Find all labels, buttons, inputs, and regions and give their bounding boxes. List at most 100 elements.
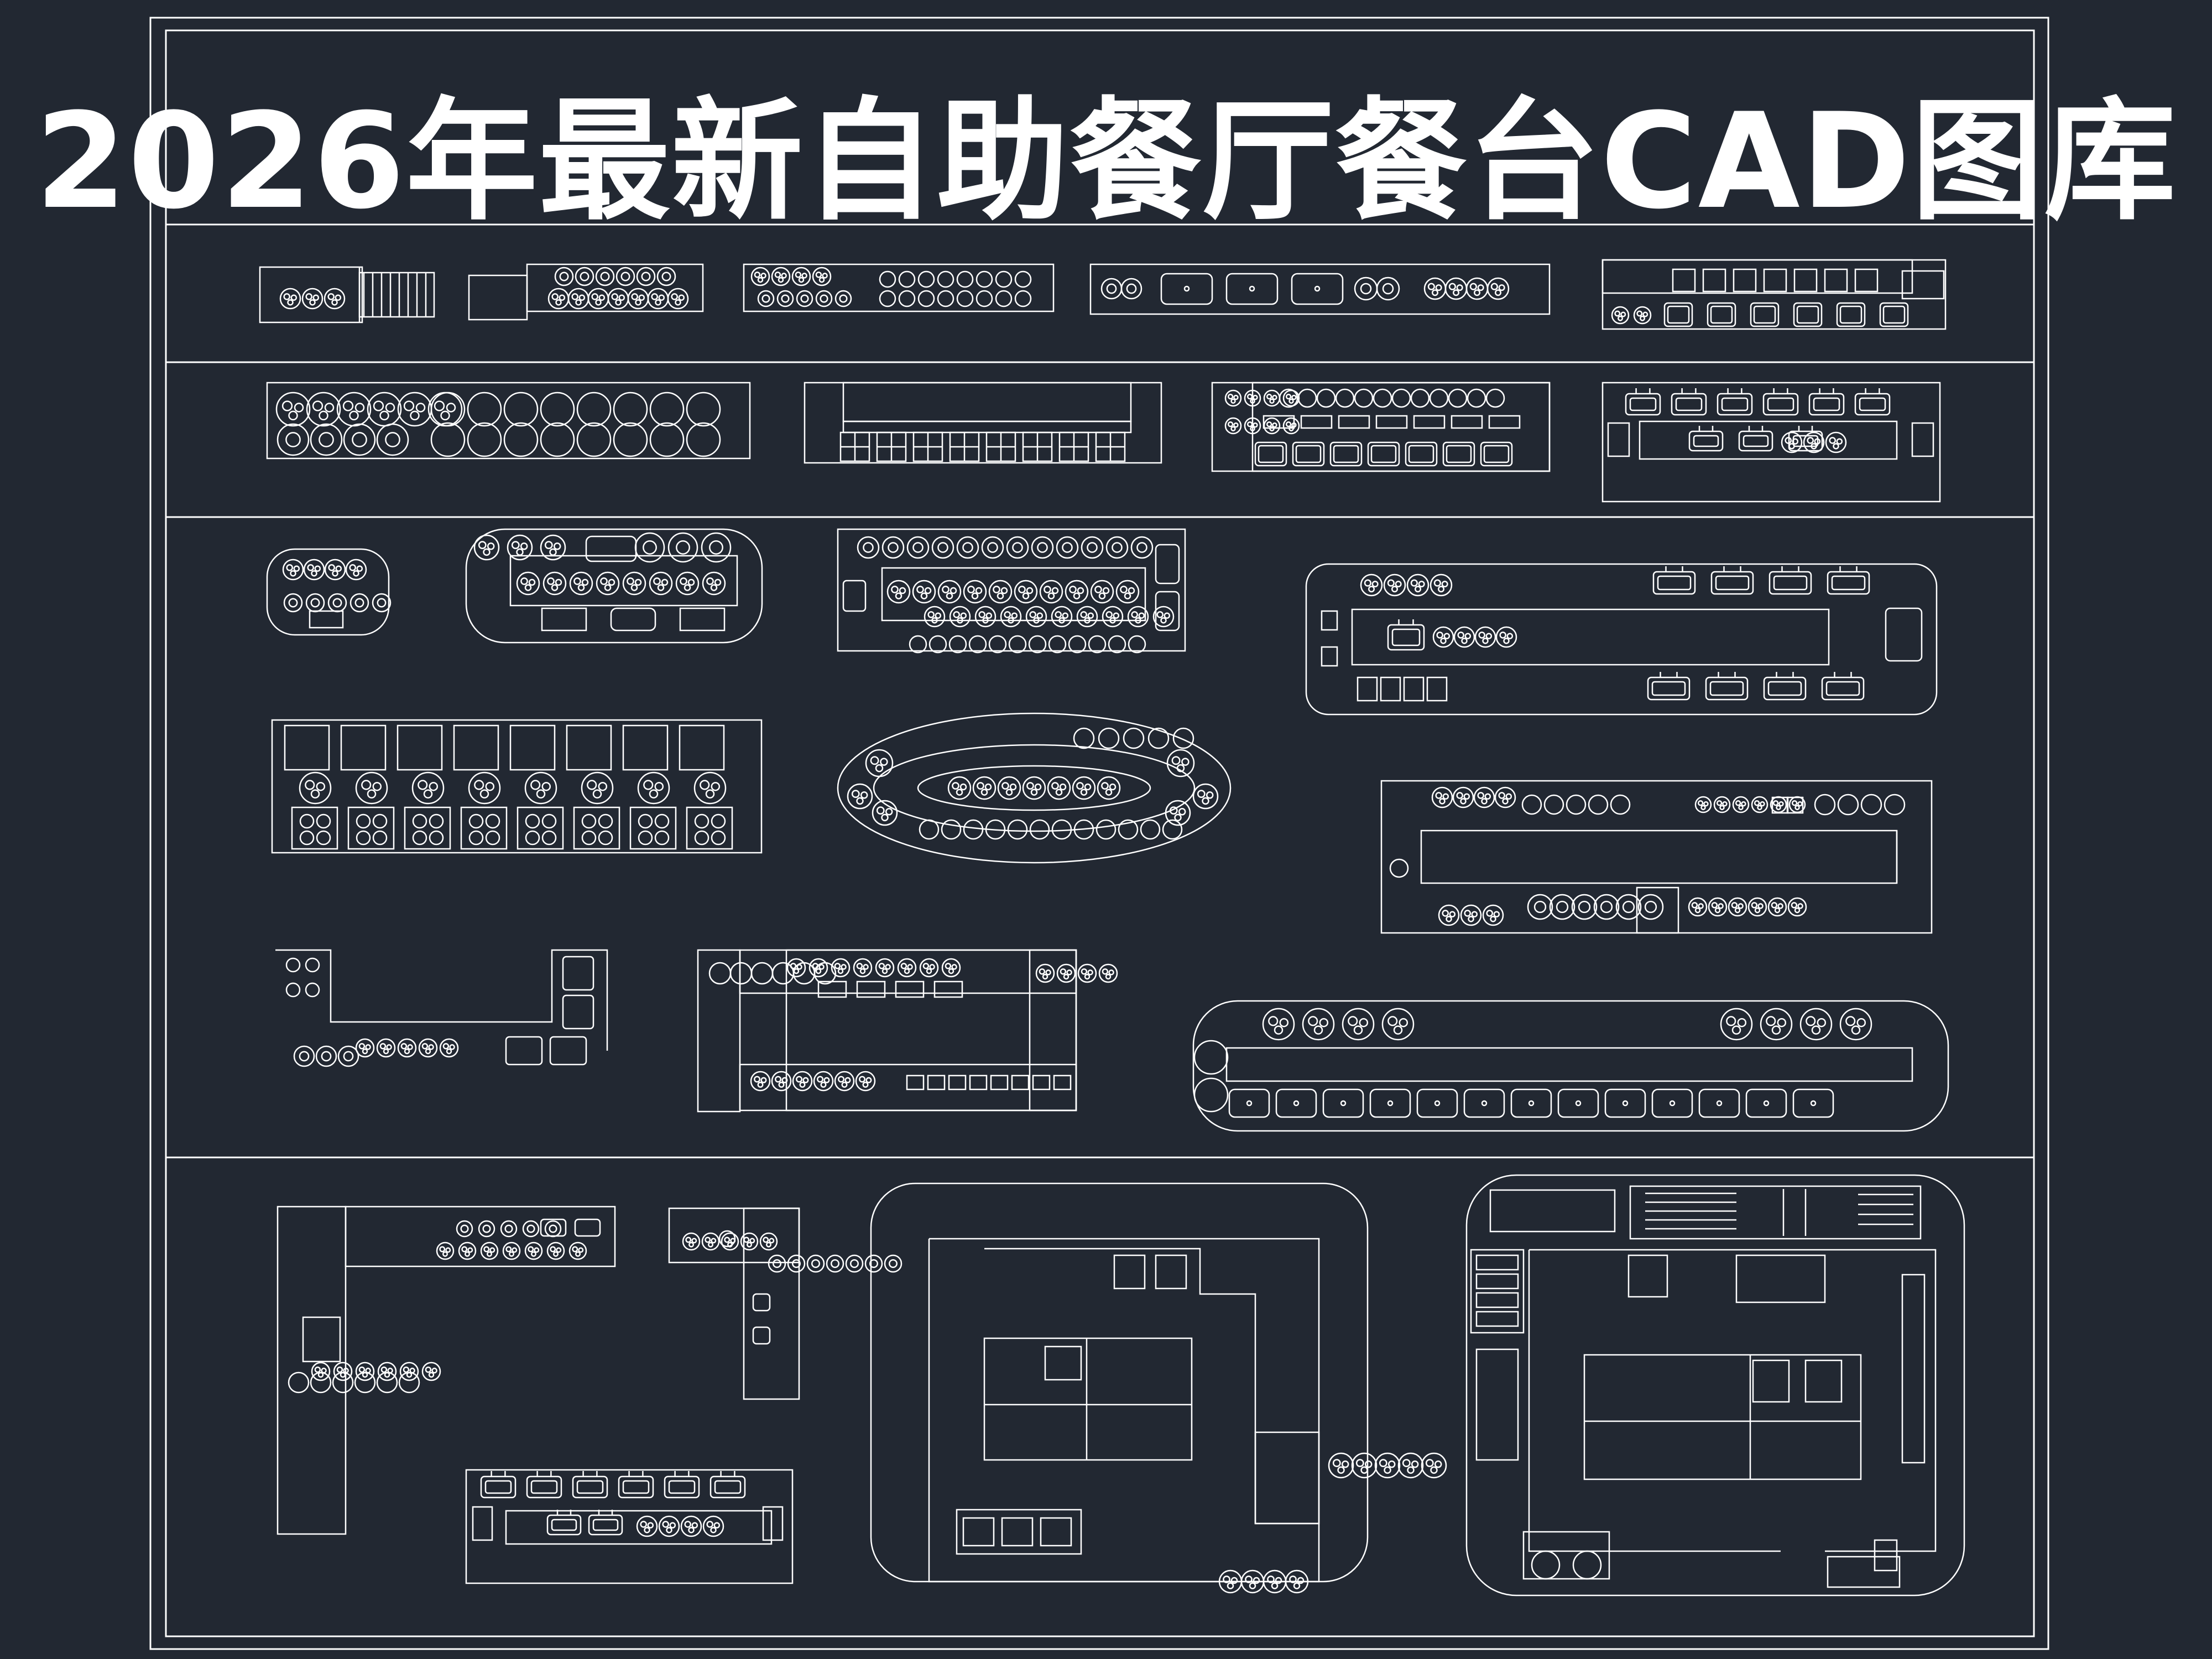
food-pan-icon [1409, 446, 1433, 462]
chafing-dish-icon [1648, 677, 1689, 700]
counter-outline [1558, 1089, 1598, 1117]
food-dish-icon [1110, 784, 1115, 790]
food-dish-icon [1207, 792, 1213, 798]
counter-outline [510, 726, 555, 770]
food-pan-icon [1884, 306, 1905, 323]
food-dish-icon [1234, 395, 1238, 399]
food-dish-icon [1361, 575, 1382, 596]
plate-circle [1074, 728, 1094, 748]
food-dish-icon [465, 1252, 469, 1256]
counter-outline [303, 1317, 340, 1361]
food-dish-icon [952, 782, 958, 789]
food-dish-icon [1088, 613, 1093, 618]
plate-circle [1030, 820, 1049, 839]
food-dish-icon [337, 1367, 342, 1372]
food-dish-icon [1314, 1026, 1322, 1034]
food-dish-icon [1286, 394, 1291, 399]
plate-icon [328, 594, 346, 612]
plate-circle [986, 820, 1005, 839]
food-dish-icon [521, 543, 527, 549]
food-dish-icon [336, 295, 341, 300]
plate-icon [1032, 537, 1053, 558]
plate-circle [1317, 389, 1335, 407]
food-dish-icon [1223, 1576, 1229, 1582]
food-dish-icon [1373, 581, 1378, 587]
chafing-dish-icon [1706, 677, 1747, 700]
food-pan-icon [1837, 303, 1865, 326]
counter-outline [1352, 609, 1829, 665]
plate-icon [1383, 284, 1393, 294]
plate-circle [300, 831, 314, 844]
food-dish-icon [800, 1082, 805, 1087]
food-dish-icon [703, 1516, 723, 1536]
food-dish-icon [1733, 797, 1749, 812]
food-dish-icon [531, 1252, 536, 1256]
chafing-dish-icon [619, 1477, 653, 1498]
chafing-dish-icon [669, 1481, 695, 1493]
food-dish-icon [306, 294, 312, 299]
food-dish-icon [663, 1521, 669, 1527]
food-dish-icon [512, 541, 519, 548]
table-r4-b [698, 950, 1117, 1112]
counter-outline [563, 995, 593, 1029]
food-dish-icon [1634, 307, 1651, 324]
food-dish-icon [484, 549, 490, 555]
food-dish-icon [363, 1049, 367, 1053]
outline-path [984, 1249, 1319, 1524]
plate-icon [501, 1221, 517, 1237]
counter-outline [550, 1037, 586, 1065]
counter-outline [928, 1076, 945, 1089]
food-dish-icon [1461, 905, 1481, 925]
counter-outline [1825, 269, 1847, 291]
food-dish-icon [1354, 1026, 1362, 1034]
food-dish-icon [382, 1367, 387, 1372]
plate-icon [352, 432, 366, 446]
food-dish-icon [689, 1527, 694, 1532]
counter-outline [1212, 383, 1550, 471]
food-dish-icon [319, 1373, 323, 1377]
food-dish-icon [576, 300, 581, 305]
plate-circle [639, 815, 652, 828]
counter-outline [907, 1076, 924, 1089]
chafing-dish-icon [1652, 682, 1685, 695]
food-dish-icon [320, 411, 328, 420]
plate-circle [719, 1231, 735, 1246]
counter-outline [575, 1219, 600, 1236]
counter-outline [510, 556, 737, 606]
food-dish-icon [1228, 1583, 1233, 1589]
food-pan-icon [1840, 306, 1861, 323]
food-dish-icon [1717, 801, 1721, 805]
plate-circle [357, 815, 370, 828]
food-dish-icon [770, 1239, 774, 1243]
food-dish-icon [949, 969, 953, 973]
plate-icon [676, 541, 689, 554]
chafing-dish-icon [527, 1477, 561, 1498]
food-dish-icon [652, 294, 658, 299]
plate-icon [300, 1052, 309, 1061]
plate-circle [317, 831, 330, 844]
food-dish-icon [638, 773, 669, 804]
plate-icon [913, 542, 922, 552]
food-dish-icon [1052, 588, 1058, 593]
food-dish-icon [1689, 898, 1707, 916]
food-dish-icon [1074, 593, 1079, 599]
food-pan-icon [1794, 303, 1822, 326]
food-dish-icon [817, 1077, 823, 1082]
food-dish-icon [1253, 395, 1257, 399]
food-dish-icon [1193, 784, 1218, 808]
food-dish-icon [422, 1363, 440, 1380]
food-dish-icon [1735, 908, 1740, 912]
food-dish-icon [1804, 432, 1824, 452]
food-dish-icon [1741, 802, 1745, 806]
food-dish-icon [925, 607, 945, 627]
food-dish-icon [341, 1373, 345, 1377]
food-dish-icon [654, 578, 660, 584]
food-dish-icon [556, 580, 561, 585]
food-dish-icon [896, 593, 901, 599]
food-dish-icon [1449, 284, 1455, 290]
plate-circle [687, 423, 720, 456]
food-dish-icon [964, 581, 986, 603]
food-dish-icon [1225, 390, 1241, 406]
food-dish-icon [957, 790, 962, 795]
food-pan-icon [1255, 442, 1286, 466]
